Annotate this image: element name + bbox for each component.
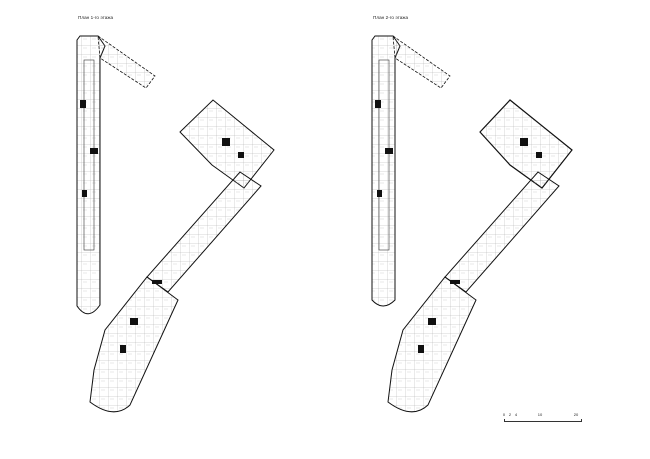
left-wing-outline	[76, 35, 106, 315]
scale-bar: 0 2 4 10 20	[500, 412, 590, 430]
left-wing-core	[83, 59, 95, 251]
scale-tick-label: 0	[502, 412, 506, 417]
scale-tick-label: 4	[514, 412, 518, 417]
diagonal-wing-outline	[444, 171, 560, 293]
floor-plan-1	[76, 35, 275, 413]
lower-block-outline	[89, 276, 179, 413]
diagonal-wing-outline	[146, 171, 262, 293]
scale-track	[504, 419, 582, 422]
scale-tick-label: 10	[537, 412, 543, 417]
scale-tick-label: 20	[573, 412, 579, 417]
left-wing-core	[378, 59, 390, 251]
plan-title-floor-1: План 1-го этажа	[78, 15, 114, 20]
top-wing-outline	[392, 35, 451, 89]
floor-plan-2	[371, 35, 573, 413]
top-wing-outline	[97, 35, 156, 89]
plan-title-floor-2: План 2-го этажа	[373, 15, 409, 20]
left-wing-outline	[371, 35, 401, 307]
lower-block-outline	[387, 276, 477, 413]
scale-tick-label: 2	[508, 412, 512, 417]
